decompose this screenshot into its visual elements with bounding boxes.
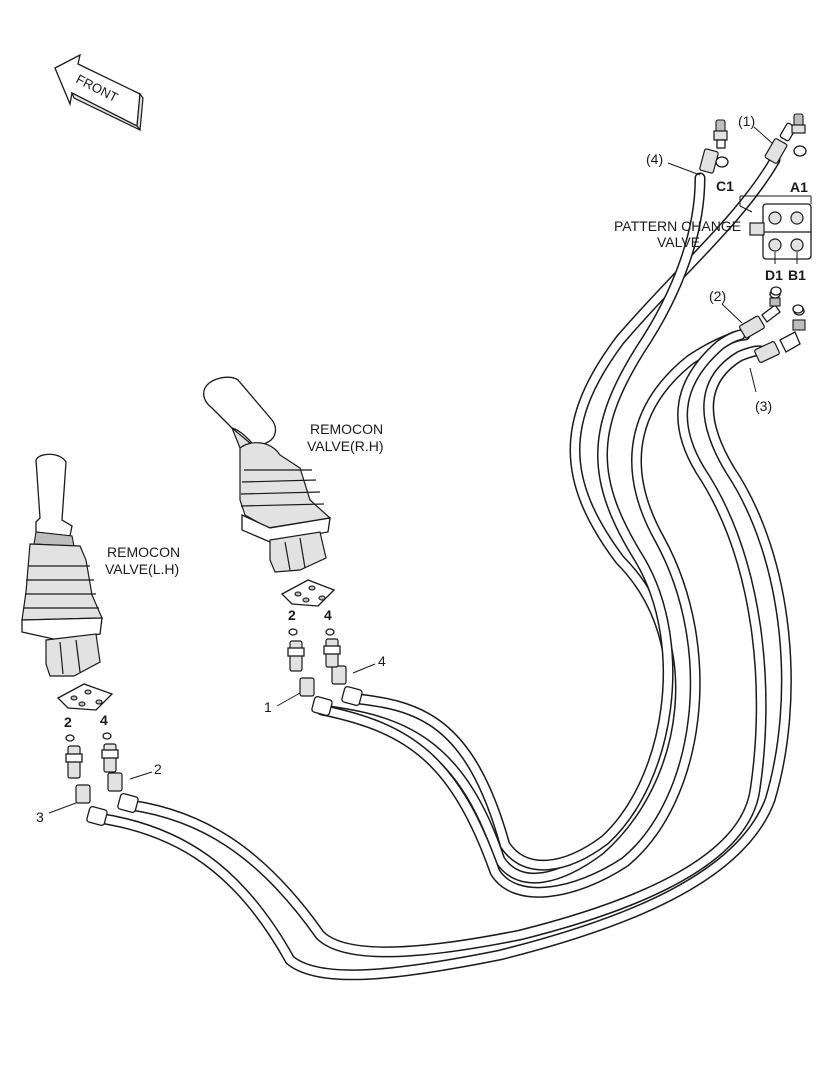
- callout-mid-2: (2): [709, 288, 726, 304]
- lh-valve-label-1: REMOCON: [107, 544, 180, 560]
- lh-callout-2: 2: [64, 714, 72, 730]
- hose-lh-3: [92, 345, 792, 981]
- rh-valve-label-1: REMOCON: [310, 421, 383, 437]
- callout-top-4: (4): [646, 151, 663, 167]
- callout-top-1: (1): [738, 113, 755, 129]
- fitting-top-1: [764, 113, 807, 164]
- labels: (1) (4) A1 C1 PATTERN CHANGE VALVE D1 B1…: [36, 113, 808, 825]
- lh-hose-callout-2: 2: [154, 761, 162, 777]
- remocon-valve-lh: [21, 453, 119, 779]
- rh-valve-label-2: VALVE(R.H): [307, 438, 384, 454]
- fitting-mid-2: [739, 289, 781, 339]
- lh-callout-4: 4: [100, 712, 108, 728]
- pattern-change-valve: [739, 195, 812, 314]
- port-b1-label: B1: [788, 267, 806, 283]
- rh-callout-4: 4: [324, 607, 332, 623]
- hose-rh-inner-a: [316, 329, 751, 898]
- fitting-top-4: [699, 119, 729, 174]
- lh-hose-callout-3: 3: [36, 809, 44, 825]
- pattern-valve-label-2: VALVE: [657, 234, 700, 250]
- callout-mid-3: (3): [755, 398, 772, 414]
- fitting-rh-4: [331, 665, 363, 707]
- hose-fittings: [75, 113, 807, 827]
- front-arrow-icon: FRONT: [54, 53, 144, 132]
- lh-valve-label-2: VALVE(L.H): [105, 561, 179, 577]
- fitting-lh-2: [107, 772, 139, 814]
- fitting-lh-3: [75, 784, 108, 827]
- fitting-rh-1: [299, 677, 333, 717]
- pattern-valve-label-1: PATTERN CHANGE: [614, 218, 741, 234]
- rh-hose-callout-4: 4: [378, 653, 386, 669]
- leader-lines: [48, 126, 773, 814]
- remocon-valve-rh: [203, 376, 341, 672]
- hose-rh-4: [344, 172, 706, 871]
- port-d1-label: D1: [765, 267, 783, 283]
- rh-hose-callout-1: 1: [264, 699, 272, 715]
- port-c1-label: C1: [716, 178, 734, 194]
- hose-group: [92, 154, 792, 981]
- port-a1-label: A1: [790, 179, 808, 195]
- rh-callout-2: 2: [288, 607, 296, 623]
- hose-lh-2: [124, 329, 767, 958]
- hose-rh-1: [316, 154, 781, 884]
